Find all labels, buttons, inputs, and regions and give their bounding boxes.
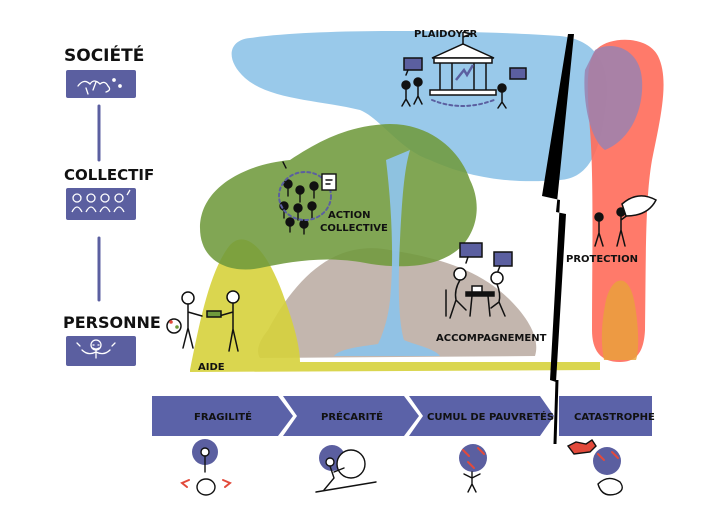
aide-scene-icon [166,290,240,352]
cumul-icon [459,444,487,493]
aide-blob [190,239,600,372]
lightning-bolt [542,34,574,382]
fragilite-icon [180,439,232,496]
person-icon [76,339,116,359]
label-accompagnement: ACCOMPAGNEMENT [436,333,547,344]
map-icon [77,78,122,95]
stage-label-precarite: PRÉCARITÉ [321,410,383,423]
precarite-icon [315,445,377,493]
action-collective-blob [200,124,477,270]
label-collective: COLLECTIVE [320,223,388,234]
group-people-icon [71,189,131,213]
label-aide: AIDE [198,362,225,373]
catastrophe-divider [553,379,559,445]
stage-arrow-catastrophe [559,396,652,436]
protection-gold-overlap [601,280,639,360]
stage-arrow-cumul [409,396,554,436]
stage-arrow-precarite [283,396,419,436]
catastrophe-icon [566,439,623,496]
stage-label-cumul: CUMUL DE PAUVRETÉS [427,410,554,423]
level-box-personne [66,336,136,366]
plaidoyer-people-icon [401,57,527,109]
level-label-societe: SOCIÉTÉ [64,44,144,66]
label-plaidoyer: PLAIDOYER [414,29,478,40]
parliament-building-icon [429,31,497,96]
label-action: ACTION [328,210,371,221]
accompagnement-scene-icon [445,242,513,319]
stage-arrows: FRAGILITÉ PRÉCARITÉ CUMUL DE PAUVRETÉS C… [152,379,655,445]
blobs [190,31,664,372]
level-column: SOCIÉTÉ COLLECTIF PERSONNE [63,44,161,366]
collective-group-icon [278,161,337,235]
stage-label-fragilite: FRAGILITÉ [194,410,252,423]
level-label-collectif: COLLECTIF [64,166,154,184]
level-label-personne: PERSONNE [63,313,161,332]
plaidoyer-protection-overlap [584,45,643,150]
stage-label-catastrophe: CATASTROPHE [574,412,655,423]
level-box-collectif [66,188,136,220]
stage-arrow-fragilite [152,396,293,436]
protection-scene-icon [594,195,657,247]
label-protection: PROTECTION [566,254,638,265]
